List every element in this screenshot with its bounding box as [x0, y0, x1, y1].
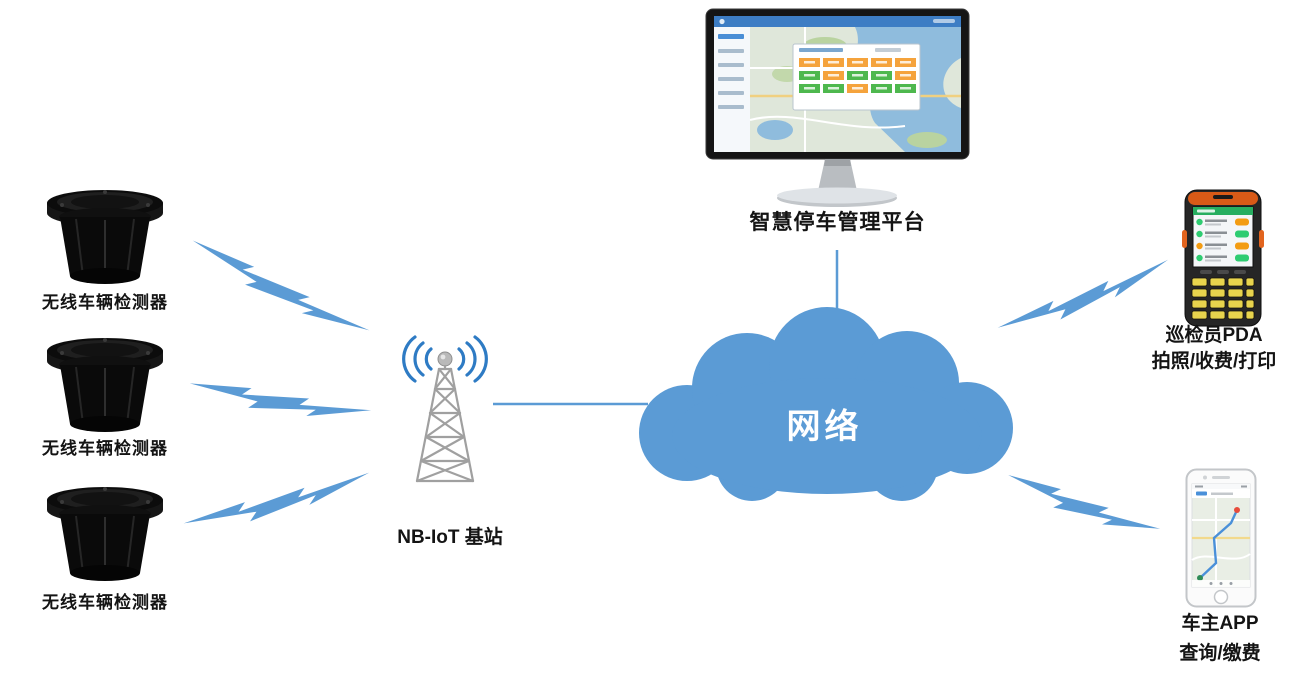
- owner-app-functions-label: 查询/缴费: [1179, 643, 1261, 664]
- owner-app-phone-icon: [1185, 468, 1257, 613]
- management-platform-label: 智慧停车管理平台: [749, 211, 926, 234]
- network-cloud-label: 网络: [786, 408, 863, 446]
- vehicle-detector-label: 无线车辆检测器: [42, 293, 168, 312]
- inspector-pda-label: 巡检员PDA: [1165, 325, 1263, 346]
- vehicle-detector-icon: [30, 183, 180, 293]
- nbiot-base-station-label: NB-IoT 基站: [397, 527, 503, 548]
- cloud-icon: [639, 307, 1013, 501]
- management-platform-monitor-icon: [705, 8, 970, 218]
- lightning-bolt-detector2-tower: [187, 358, 372, 442]
- network-cloud: 网络: [612, 303, 1037, 513]
- inspector-pda-functions-label: 拍照/收费/打印: [1151, 351, 1277, 372]
- lightning-bolt-detector1-tower: [189, 218, 370, 358]
- vehicle-detector-icon: [30, 480, 180, 590]
- nbiot-base-station-icon: [385, 335, 505, 490]
- vehicle-detector-label: 无线车辆检测器: [42, 439, 168, 458]
- lightning-bolt-detector3-tower: [180, 472, 374, 530]
- signal-waves-icon: [402, 335, 488, 383]
- owner-app-label: 车主APP: [1181, 613, 1259, 634]
- vehicle-detector-icon: [30, 331, 180, 441]
- vehicle-detector-label: 无线车辆检测器: [42, 593, 168, 612]
- inspector-pda-icon: [1178, 188, 1268, 333]
